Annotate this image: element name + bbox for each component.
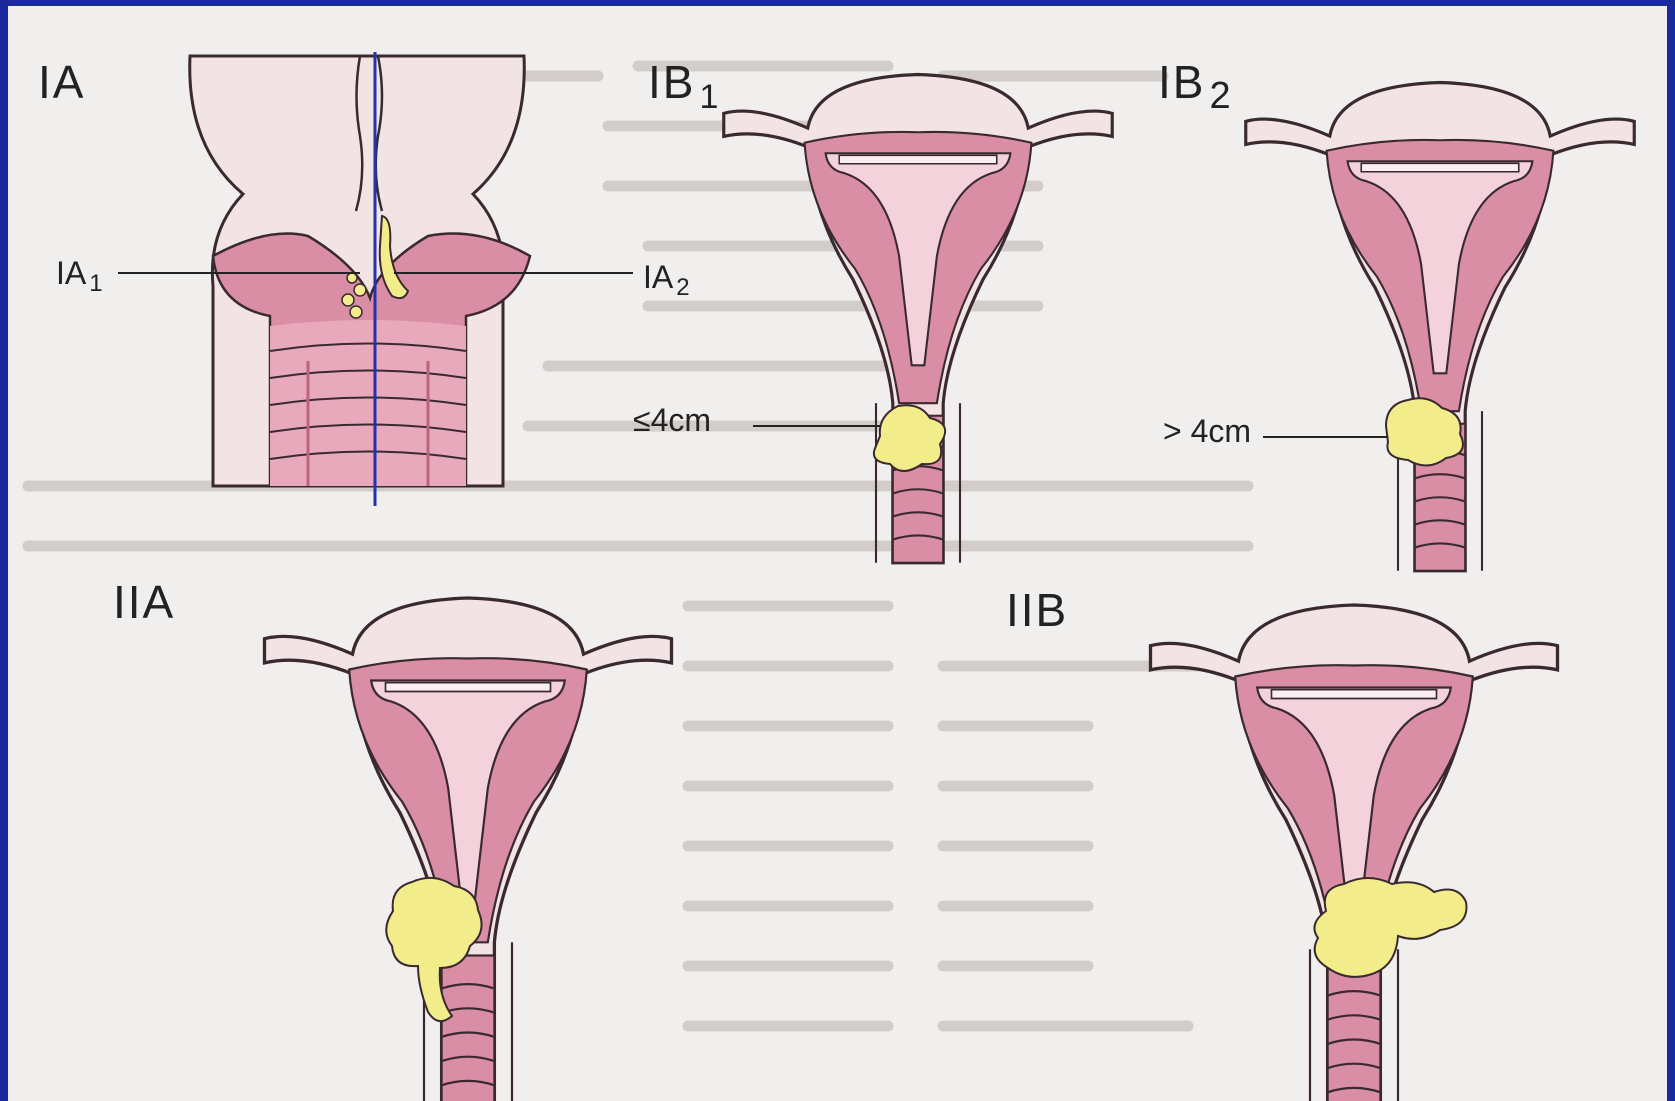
iia-uterus	[265, 598, 672, 1101]
panel-iia: IIA	[113, 576, 672, 1101]
ib2-uterus	[1246, 83, 1635, 571]
iib-tumor	[1314, 878, 1466, 977]
iib-uterus	[1151, 605, 1558, 1101]
background-text-lines	[28, 66, 1248, 1026]
ib1-measure: ≤4cm	[633, 402, 711, 438]
panel-iia-title: IIA	[113, 576, 175, 628]
panel-iib-title: IIB	[1006, 584, 1068, 636]
panel-ia-title: IA	[38, 56, 85, 108]
ib2-measure: > 4cm	[1163, 413, 1251, 449]
ia-uterus-crosssection	[190, 56, 530, 486]
